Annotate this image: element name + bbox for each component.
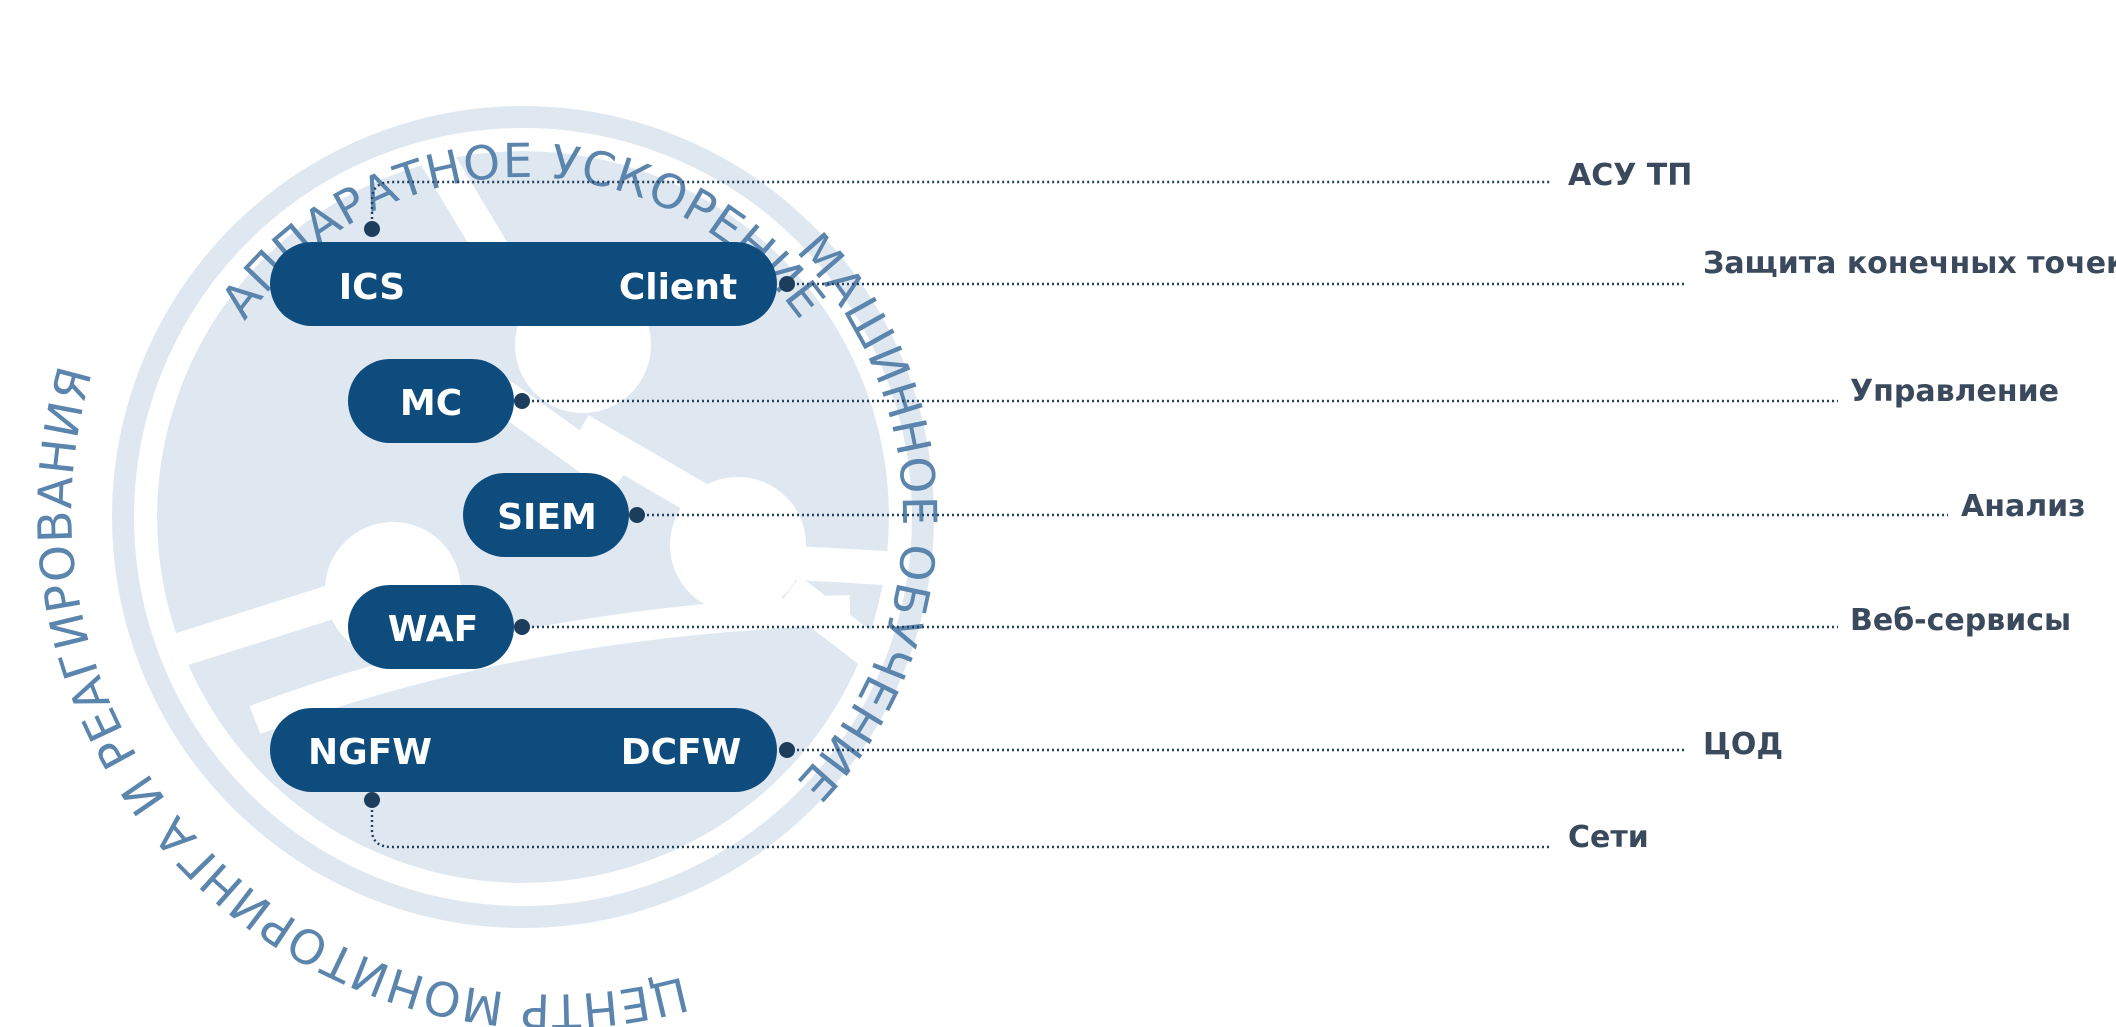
connector-dots [364,221,795,808]
label-endpoint-protection: Защита конечных точек [1703,246,2116,281]
pill-label-siem: SIEM [497,497,597,538]
pill-label-ngfw: NGFW [308,732,432,773]
label-analysis: Анализ [1961,489,2086,524]
pill-label-dcfw: DCFW [621,732,742,773]
dot-mc [514,393,530,409]
label-data-center: ЦОД [1703,727,1783,762]
category-labels: АСУ ТП Защита конечных точек Управление … [1568,158,2116,855]
pill-siem: SIEM [463,473,629,557]
dot-dcfw [779,742,795,758]
pill-ics-client: ICS Client [270,242,777,326]
leader-networks [370,800,1550,849]
outer-ring [112,106,934,928]
pill-label-client: Client [619,267,737,308]
dot-waf [514,619,530,635]
leader-lines [370,180,1948,849]
pill-mc: MC [348,359,514,443]
dot-ics [364,221,380,237]
pill-label-ics: ICS [339,267,405,308]
label-web-services: Веб-сервисы [1850,603,2071,638]
pill-ngfw-dcfw: NGFW DCFW [270,708,777,792]
pill-label-mc: MC [400,383,462,424]
dot-ngfw [364,792,380,808]
pill-waf: WAF [348,585,514,669]
dot-siem [629,507,645,523]
label-asu-tp: АСУ ТП [1568,158,1692,193]
dot-client [779,276,795,292]
pill-label-waf: WAF [388,609,479,650]
label-networks: Сети [1568,820,1649,855]
label-management: Управление [1850,374,2059,409]
